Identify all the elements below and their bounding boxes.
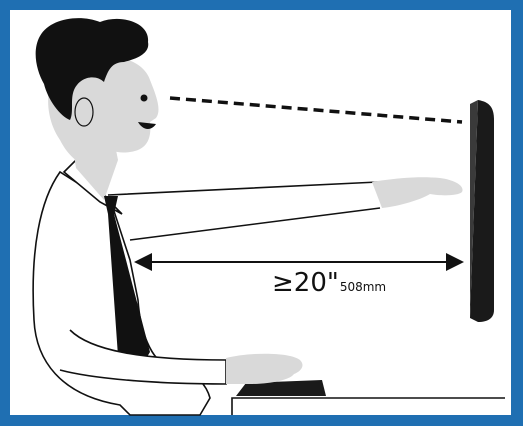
upper-arm-outline (108, 182, 380, 240)
line-of-sight (170, 98, 462, 122)
distance-inches: ≥20" (272, 268, 339, 298)
reaching-hand (372, 177, 463, 208)
ear (75, 98, 93, 126)
distance-millimeters: 508mm (340, 280, 386, 294)
eye (141, 95, 148, 102)
typing-hand (226, 354, 302, 384)
arrow-head-right (446, 253, 464, 271)
arrow-head-left (134, 253, 152, 271)
distance-label: ≥20"508mm (272, 270, 386, 296)
desk (232, 398, 505, 415)
